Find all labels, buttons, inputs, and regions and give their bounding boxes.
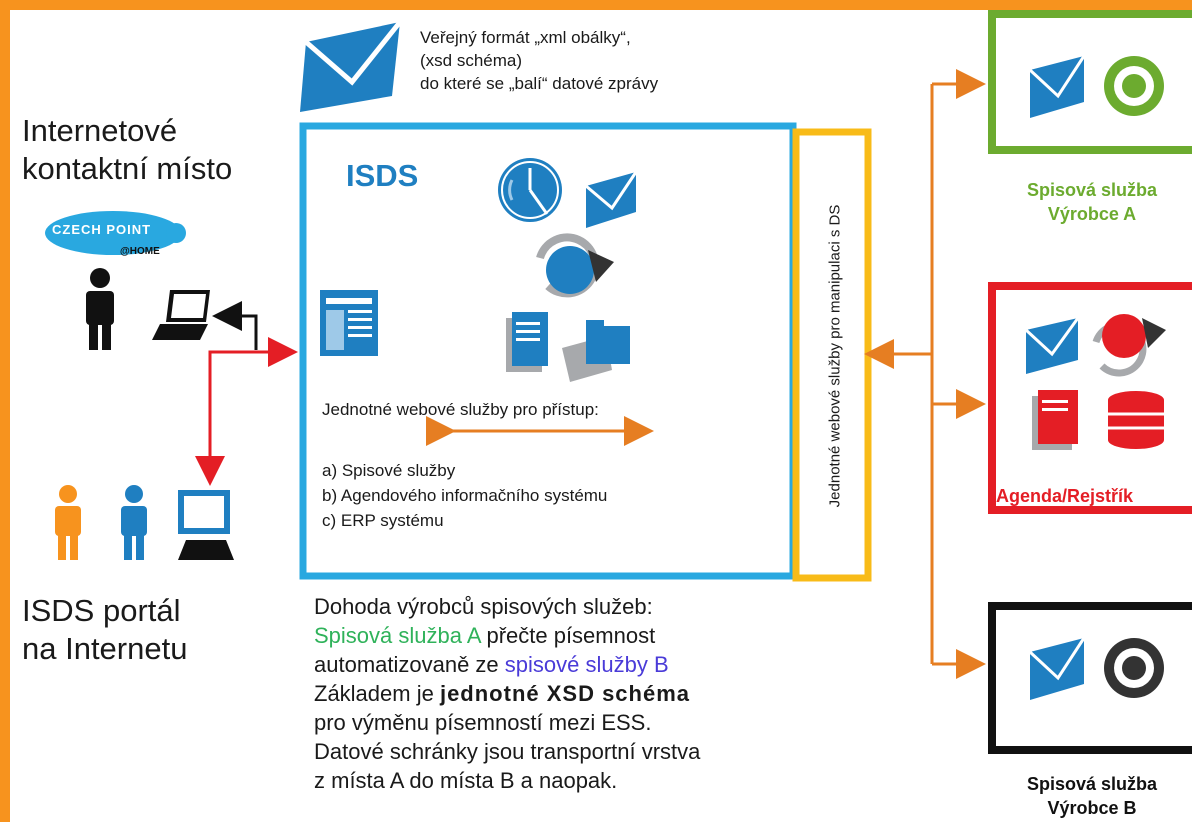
agreement-description: Dohoda výrobců spisových služeb: Spisová… [314,592,700,795]
isds-title: ISDS [346,158,419,193]
laptop-icon [152,290,210,340]
czechpoint-logo-icon [45,211,186,255]
web-services-vertical-label: Jednotné webové služby pro manipulaci s … [813,140,857,572]
box-vyrobce-b [988,602,1192,754]
operator-person-icon [86,268,114,350]
message-envelope-icon [585,171,638,228]
isds-connector-arrow [208,337,298,480]
contact-point-label: Internetové kontaktní místo [22,112,232,188]
agreement-line: z místa A do místa B a naopak. [314,768,618,793]
form-document-icon [320,290,378,356]
services-list-item: c) ERP systému [322,511,444,530]
agreement-green-text: Spisová služba A [314,623,481,648]
box-b-label: Spisová služba Výrobce B [998,772,1186,820]
agenda-database-icon [1108,391,1164,449]
agreement-line: Dohoda výrobců spisových služeb: [314,594,653,619]
box-vyrobce-a [988,10,1192,154]
czechpoint-logo-subtext: @HOME [120,246,160,257]
czechpoint-logo-text: CZECH POINT [52,222,152,237]
envelope-note: Veřejný formát „xml obálky“, (xsd schéma… [420,26,658,95]
services-heading: Jednotné webové služby pro přístup: [322,400,599,419]
box-a-envelope-icon [1028,55,1086,118]
agreement-blue-text: spisové služby B [504,652,669,677]
laptop-connector-arrow [212,301,258,350]
xml-envelope-icon [300,20,402,112]
agreement-text: přečte písemnost [480,623,656,648]
services-list-item: a) Spisové služby [322,461,456,480]
agreement-text: automatizovaně ze [314,652,505,677]
envelope-note-line: Veřejný formát „xml obálky“, [420,28,631,47]
services-list: a) Spisové služby b) Agendového informač… [322,458,607,533]
box-b-envelope-icon [1028,637,1086,700]
agenda-label: Agenda/Rejstřík [996,486,1134,506]
portal-label: ISDS portál na Internetu [22,592,187,668]
monitor-icon [178,490,234,560]
box-a-label-line: Výrobce A [1047,204,1137,224]
box-a-label: Spisová služba Výrobce A [998,178,1186,226]
clock-icon [498,158,562,222]
agreement-text: Základem je [314,681,440,706]
services-list-item: b) Agendového informačního systému [322,486,608,505]
agreement-line: Základem je jednotné XSD schéma [314,679,700,708]
web-services-vertical-text: Jednotné webové služby pro manipulaci s … [826,204,844,508]
box-b-label-line: Spisová služba [1026,774,1158,794]
envelope-note-line: (xsd schéma) [420,51,523,70]
box-a-label-line: Spisová služba [1026,180,1158,200]
sync-icon [536,233,614,298]
box-a-sync-icon [1104,56,1164,116]
agenda-envelope-icon [1024,317,1080,374]
agreement-line: automatizovaně ze spisové služby B [314,650,700,679]
envelope-note-line: do které se „balí“ datové zprávy [420,74,659,93]
box-b-sync-icon [1104,638,1164,698]
agenda-sync-icon [1092,314,1166,377]
users-group-icon [55,485,147,560]
box-agenda-rejstrik [988,282,1192,514]
box-b-label-line: Výrobce B [1047,798,1137,818]
contact-point-line: kontaktní místo [22,151,233,186]
agreement-line: Spisová služba A přečte písemnost [314,621,700,650]
contact-point-line: Internetové [22,113,178,148]
portal-line: ISDS portál [22,593,181,628]
portal-line: na Internetu [22,631,188,666]
agreement-line: Datové schránky jsou transportní vrstva [314,739,701,764]
agreement-line: pro výměnu písemností mezi ESS. [314,710,652,735]
agreement-bold-text: jednotné XSD schéma [439,681,691,706]
documents-folders-icon [506,312,630,382]
agenda-documents-icon [1032,390,1078,450]
